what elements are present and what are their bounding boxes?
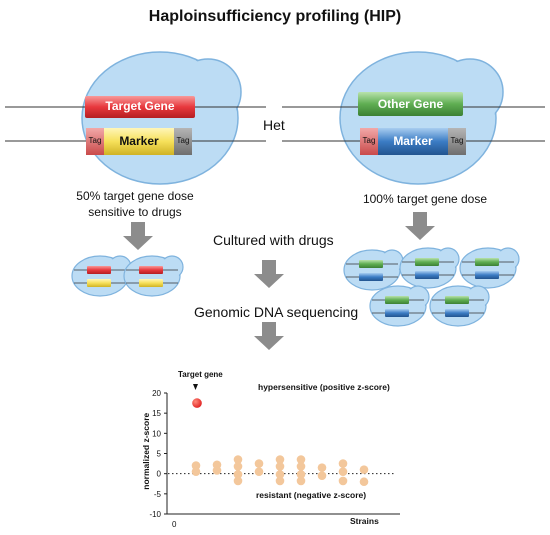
het-label: Het: [263, 117, 285, 133]
other-gene-box: [358, 92, 463, 116]
left-tag-box-2: [174, 128, 192, 155]
strain-point: [296, 455, 306, 464]
small-cell-left-1: [71, 255, 132, 297]
right-marker-box: [378, 128, 448, 155]
step-culture: Cultured with drugs: [213, 232, 334, 248]
left-tag-label: Tag: [88, 136, 102, 145]
y-tick-label: 0: [157, 470, 162, 479]
strain-point: [212, 466, 222, 475]
target-gene-pointer: [193, 384, 198, 390]
strain-point: [233, 462, 243, 471]
zscore-plot: 20 15 10 5 0 -5 -10: [149, 384, 400, 519]
resistant-annotation: resistant (negative z-score): [256, 490, 367, 500]
small-cells: [71, 247, 520, 327]
strain-point: [338, 476, 348, 486]
x-axis-label: Strains: [350, 516, 379, 526]
target-gene-box: [85, 96, 195, 118]
y-tick-label: -10: [149, 510, 161, 519]
small-cell-right-3: [459, 247, 520, 289]
target-gene-point: [192, 398, 202, 408]
strain-point: [338, 459, 348, 468]
other-gene-label: Other Gene: [377, 97, 444, 111]
strain-point: [296, 470, 306, 479]
y-tick-label: 15: [152, 409, 161, 418]
hypersensitive-annotation: hypersensitive (positive z-score): [258, 382, 390, 392]
strain-point: [317, 463, 327, 472]
strain-point: [296, 462, 306, 471]
y-axis-label: normalized z-score: [140, 412, 151, 490]
target-gene-label: Target Gene: [105, 99, 175, 113]
data-points: [191, 398, 369, 487]
step-sequencing: Genomic DNA sequencing: [194, 304, 359, 320]
strain-point: [275, 455, 285, 464]
left-marker-label: Marker: [119, 134, 159, 148]
y-tick-label: 5: [157, 450, 162, 459]
right-tag-box: [360, 128, 378, 155]
left-caption-line2: sensitive to drugs: [88, 205, 182, 219]
strain-point: [359, 465, 369, 474]
strain-point: [233, 455, 243, 464]
small-cell-right-2: [399, 247, 460, 289]
right-yeast-cell: [282, 51, 545, 185]
right-caption: 100% target gene dose: [362, 192, 488, 206]
y-tick-label: -5: [154, 490, 162, 499]
page-title: Haploinsufficiency profiling (HIP): [148, 8, 402, 25]
strain-point: [275, 462, 285, 471]
y-ticks: 20 15 10 5 0 -5 -10: [149, 389, 167, 519]
strain-point: [338, 467, 348, 476]
left-caption-line1: 50% target gene dose: [76, 189, 194, 203]
arrow-right-down: [405, 212, 435, 240]
left-tag-label-2: Tag: [176, 136, 190, 145]
strain-point: [359, 477, 369, 487]
arrow-left-down: [123, 222, 153, 250]
right-tag-box-2: [448, 128, 466, 155]
strain-point: [233, 476, 243, 486]
strain-point: [191, 467, 201, 476]
strain-point: [191, 461, 201, 470]
target-gene-annotation: Target gene: [178, 370, 223, 379]
small-cell-right-1: [343, 249, 404, 291]
right-marker-label: Marker: [393, 134, 433, 148]
strain-point: [275, 470, 285, 479]
strain-point: [317, 471, 327, 480]
small-cell-right-4: [369, 285, 430, 327]
arrow-center-2: [254, 322, 284, 350]
small-cell-left-2: [123, 255, 184, 297]
y-tick-label: 20: [152, 389, 161, 398]
strain-point: [275, 476, 285, 486]
y-tick-label: 10: [152, 429, 161, 438]
left-tag-box: [86, 128, 104, 155]
small-cell-right-5: [429, 285, 490, 327]
strain-point: [254, 459, 264, 468]
x-tick-label-0: 0: [172, 520, 177, 529]
right-tag-label: Tag: [362, 136, 376, 145]
strain-point: [296, 476, 306, 486]
strain-point: [233, 470, 243, 479]
left-marker-box: [104, 128, 174, 155]
right-tag-label-2: Tag: [450, 136, 464, 145]
left-yeast-cell: [5, 51, 266, 185]
arrow-center-1: [254, 260, 284, 288]
strain-point: [254, 467, 264, 476]
